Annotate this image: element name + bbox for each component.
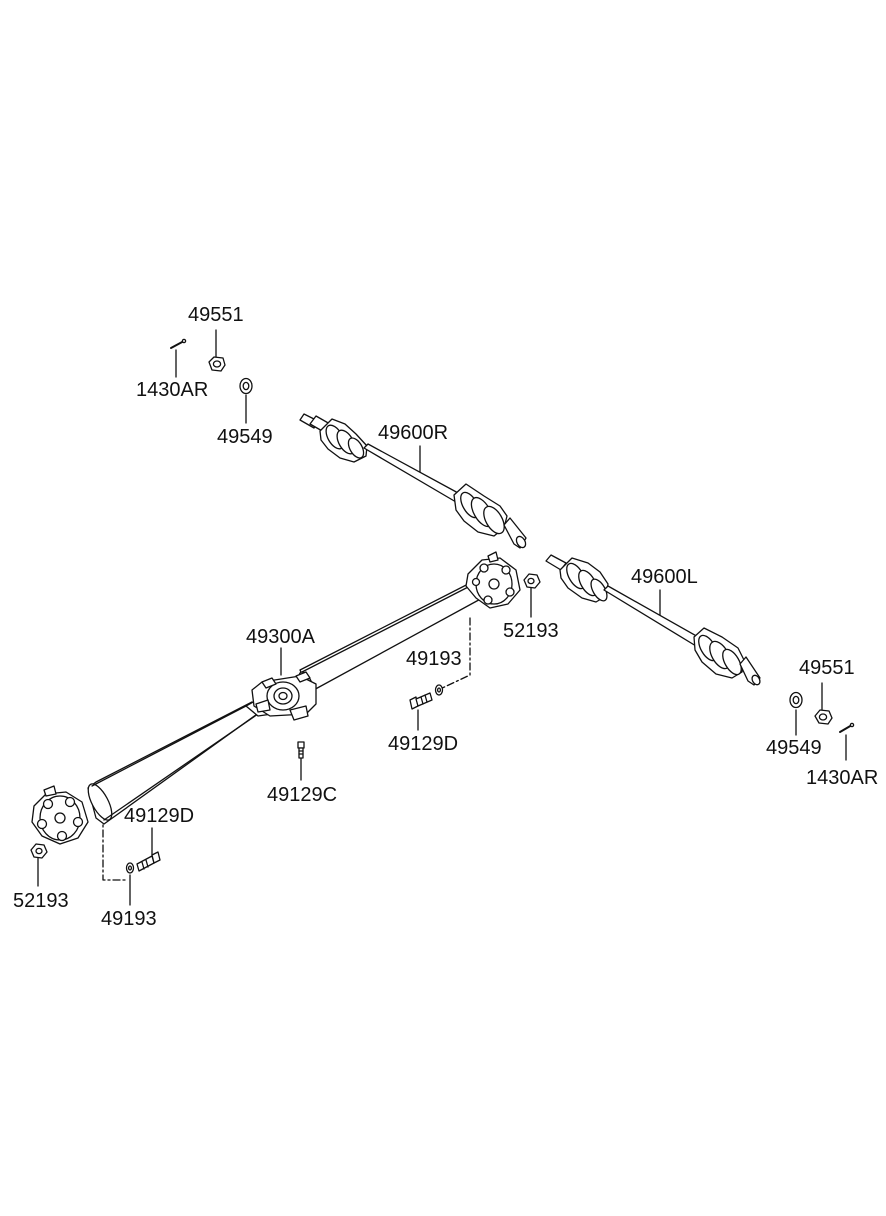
label-52193-right: 52193: [503, 620, 559, 642]
label-49600r: 49600R: [378, 422, 449, 444]
cotter-pin-right-icon: [839, 722, 855, 733]
label-52193-left: 52193: [13, 890, 69, 912]
washer-49193-mid-icon: [434, 684, 444, 696]
label-49300a: 49300A: [246, 626, 315, 648]
washer-top-icon: [239, 377, 253, 395]
label-49549-right: 49549: [766, 737, 822, 759]
drive-shaft-left-icon: [545, 554, 761, 686]
label-49129d-mid: 49129D: [388, 733, 459, 755]
nut-52193-right-icon: [523, 573, 541, 589]
label-49549-top: 49549: [217, 426, 273, 448]
leader-lines: [37, 329, 847, 906]
drive-shaft-right-icon: [299, 413, 527, 549]
label-49129d-low: 49129D: [124, 805, 195, 827]
label-1430ar-top: 1430AR: [136, 379, 209, 401]
label-49600l: 49600L: [631, 566, 698, 588]
castle-nut-top-icon: [208, 356, 226, 372]
bolt-49129d-mid-icon: [409, 692, 433, 710]
label-1430ar-right: 1430AR: [806, 767, 879, 789]
bolt-49129c-icon: [297, 741, 305, 759]
label-49551-right: 49551: [799, 657, 855, 679]
front-flex-coupling-icon: [31, 785, 89, 845]
castle-nut-right-icon: [814, 709, 833, 725]
label-49551-top: 49551: [188, 304, 244, 326]
nut-52193-left-icon: [30, 843, 48, 859]
center-bearing-icon: [251, 671, 317, 721]
propeller-shaft-icon: [31, 551, 521, 845]
label-49193-low: 49193: [101, 908, 157, 930]
washer-right-icon: [789, 691, 803, 709]
washer-49193-low-icon: [125, 862, 135, 874]
bolt-49129d-low-icon: [136, 851, 161, 872]
label-49193-mid: 49193: [406, 648, 462, 670]
cotter-pin-top-icon: [170, 338, 187, 349]
label-49129c: 49129C: [267, 784, 338, 806]
rear-flex-coupling-icon: [465, 551, 521, 609]
